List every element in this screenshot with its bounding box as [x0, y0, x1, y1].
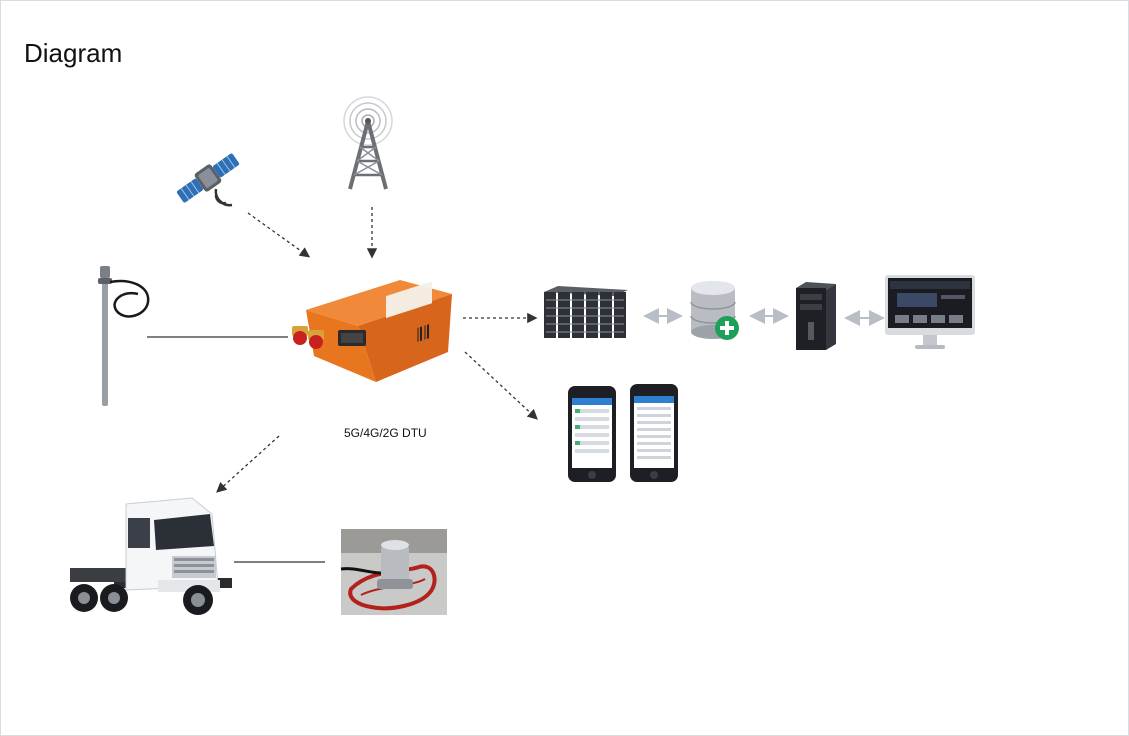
cell-tower-icon [343, 96, 393, 190]
page-title: Diagram [24, 38, 123, 68]
database-icon [690, 281, 739, 340]
satellite-icon [176, 153, 240, 207]
dtu-label: 5G/4G/2G DTU [344, 426, 427, 440]
arrow-dtu-to-truck [216, 435, 280, 493]
arrow-satellite-to-dtu [247, 212, 311, 258]
load-cell-sensor-icon [340, 529, 447, 615]
pc-tower-icon [796, 282, 836, 350]
fuel-level-sensor-icon [98, 266, 150, 406]
arrow-dtu-to-phones [464, 351, 538, 420]
monitor-icon [885, 275, 975, 349]
server-rack-icon [544, 286, 628, 338]
smartphone-icon [568, 384, 678, 482]
truck-icon [62, 494, 234, 626]
dtu-device-icon [292, 280, 452, 382]
